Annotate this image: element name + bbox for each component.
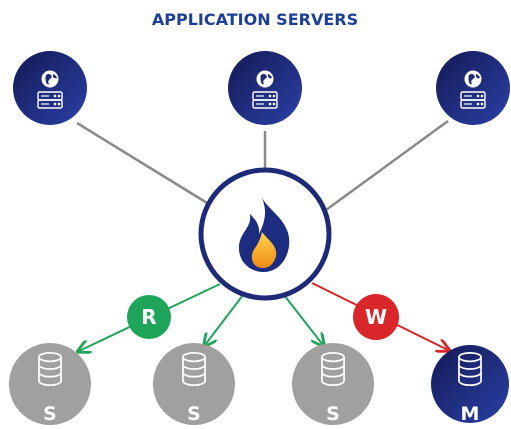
database-slave-3: S bbox=[292, 343, 374, 425]
database-slave-1: S bbox=[9, 343, 91, 425]
write-badge-label: W bbox=[365, 305, 387, 329]
app-server-2 bbox=[228, 51, 302, 125]
database-slave-2: S bbox=[153, 343, 235, 425]
database-label: S bbox=[326, 403, 340, 425]
app-server-3 bbox=[436, 51, 510, 125]
database-label: S bbox=[43, 403, 57, 425]
read-arrow bbox=[205, 294, 244, 345]
flame-icon bbox=[238, 198, 290, 272]
diagram-title: APPLICATION SERVERS bbox=[152, 10, 358, 29]
proxy-node bbox=[198, 167, 332, 301]
database-label: M bbox=[461, 403, 480, 425]
app-server-1 bbox=[13, 51, 87, 125]
connector-line bbox=[325, 119, 449, 212]
read-badge-label: R bbox=[141, 305, 156, 329]
read-arrow bbox=[283, 294, 323, 345]
read-badge: R bbox=[127, 295, 171, 339]
database-master: M bbox=[431, 345, 509, 425]
connector-line bbox=[76, 121, 213, 208]
database-label: S bbox=[187, 403, 201, 425]
write-badge: W bbox=[353, 294, 399, 340]
